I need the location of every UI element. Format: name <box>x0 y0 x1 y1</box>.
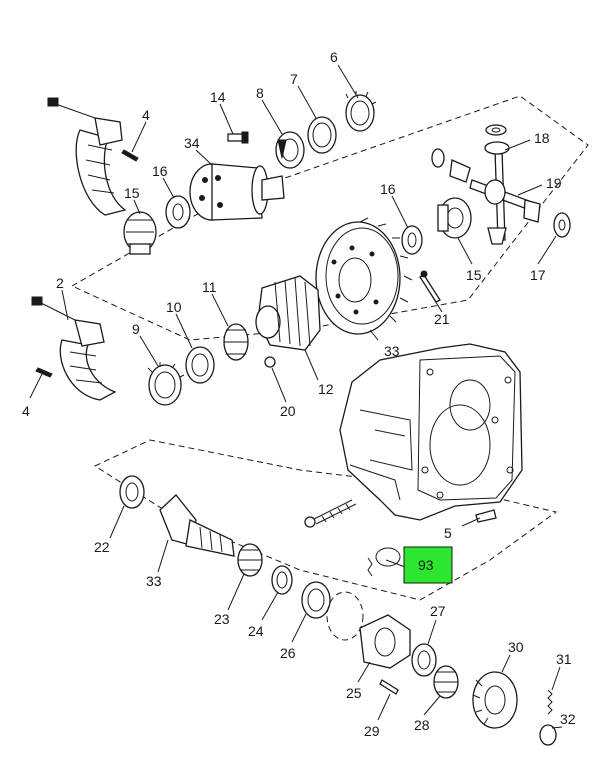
callout-21[interactable]: 21 <box>434 311 450 327</box>
upper-bracket-assembly <box>47 97 139 216</box>
callout-16-left[interactable]: 16 <box>152 163 168 179</box>
spider-cross-19 <box>449 141 541 245</box>
bearing-cone-28 <box>433 665 459 699</box>
drive-pinion-33 <box>159 494 235 557</box>
bearing-cup-7 <box>307 116 337 154</box>
callout-29[interactable]: 29 <box>364 723 380 739</box>
bearing-cone-8 <box>275 131 305 169</box>
lower-assembly-outline <box>93 439 558 601</box>
side-gear-15-right <box>437 197 472 239</box>
callout-4-lower[interactable]: 4 <box>22 403 30 419</box>
callout-16-right[interactable]: 16 <box>380 181 396 197</box>
callout-12[interactable]: 12 <box>318 381 334 397</box>
ring-gear-33 <box>315 217 413 335</box>
callout-labels: 6 7 8 14 4 34 18 16 15 16 19 15 17 2 10 … <box>22 49 576 739</box>
gear-32 <box>539 724 557 746</box>
callout-14[interactable]: 14 <box>210 89 226 105</box>
bolt-21 <box>419 270 441 303</box>
bearing-cup-26 <box>301 581 331 619</box>
gasket <box>326 591 364 641</box>
callout-24[interactable]: 24 <box>248 623 264 639</box>
bolt-spring-center <box>304 499 357 528</box>
callout-28[interactable]: 28 <box>414 717 430 733</box>
callout-34[interactable]: 34 <box>184 135 200 151</box>
washer-17 <box>553 212 571 238</box>
callout-20[interactable]: 20 <box>280 403 296 419</box>
nut-20 <box>264 356 276 368</box>
bearing-cone-11 <box>223 323 249 361</box>
callout-4-upper[interactable]: 4 <box>142 107 150 123</box>
bearing-cage-25 <box>359 614 411 669</box>
callout-31[interactable]: 31 <box>556 651 572 667</box>
bearing-22 <box>119 475 145 509</box>
lower-bracket-assembly <box>31 296 117 401</box>
washer-18 <box>485 124 507 136</box>
callout-15-right[interactable]: 15 <box>466 267 482 283</box>
bearing-cup-10 <box>185 346 215 384</box>
bearing-cup-24 <box>271 565 293 595</box>
callout-11[interactable]: 11 <box>202 279 217 295</box>
pin-5 <box>475 509 497 523</box>
callout-30[interactable]: 30 <box>508 639 524 655</box>
callout-18[interactable]: 18 <box>534 130 550 146</box>
callout-10[interactable]: 10 <box>166 299 182 315</box>
thrust-washer-16-right <box>401 225 423 255</box>
differential-case-12 <box>255 275 321 351</box>
callout-9[interactable]: 9 <box>132 321 140 337</box>
callout-33-ring[interactable]: 33 <box>384 343 400 359</box>
callout-15-left[interactable]: 15 <box>124 185 140 201</box>
callout-26[interactable]: 26 <box>280 645 296 661</box>
callout-23[interactable]: 23 <box>214 611 230 627</box>
helical-gear-30 <box>472 671 518 729</box>
spring-coil-93 <box>367 547 401 577</box>
bolt-29 <box>379 679 399 695</box>
adjuster-ring-9 <box>147 362 185 406</box>
callout-19[interactable]: 19 <box>546 175 562 191</box>
bearing-cone-23 <box>237 543 263 577</box>
highlight-box-93[interactable] <box>403 546 453 584</box>
callout-32[interactable]: 32 <box>560 711 576 727</box>
callout-93[interactable]: 93 <box>418 557 434 573</box>
callout-2[interactable]: 2 <box>56 275 64 291</box>
carrier-housing <box>339 343 523 521</box>
callout-5[interactable]: 5 <box>444 525 452 541</box>
spring-31 <box>547 689 553 715</box>
washer-small-left <box>431 148 445 168</box>
callout-8[interactable]: 8 <box>256 85 264 101</box>
callout-33-pinion[interactable]: 33 <box>146 573 162 589</box>
leader-lines <box>29 64 563 729</box>
adjuster-ring-6 <box>345 91 377 132</box>
callout-27[interactable]: 27 <box>430 603 446 619</box>
thrust-washer-16-left <box>165 195 191 229</box>
callout-17[interactable]: 17 <box>530 267 546 283</box>
bolt-14 <box>227 131 249 144</box>
callout-7[interactable]: 7 <box>290 71 298 87</box>
callout-6[interactable]: 6 <box>330 49 338 65</box>
differential-case-upper <box>189 163 285 221</box>
callout-22[interactable]: 22 <box>94 539 110 555</box>
bearing-cup-27 <box>411 643 437 677</box>
side-gear-15-left <box>123 211 157 255</box>
callout-25[interactable]: 25 <box>346 685 362 701</box>
